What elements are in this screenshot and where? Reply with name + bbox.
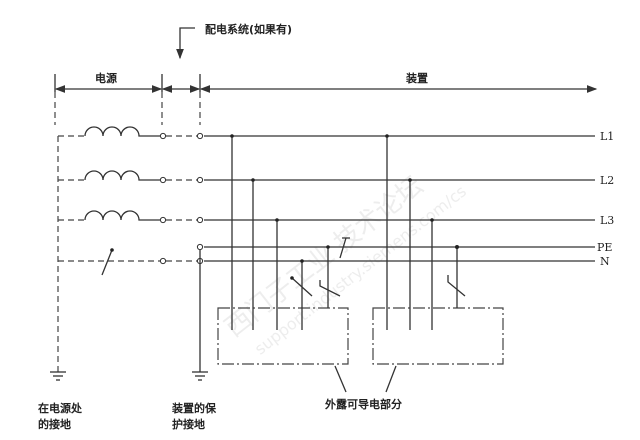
dimension-line: 电源 装置 <box>54 71 598 125</box>
distribution-system-callout: 配电系统(如果有) <box>176 22 292 60</box>
protective-earthing-label-1: 装置的保 <box>171 401 217 415</box>
distribution-system-label: 配电系统(如果有) <box>205 22 292 36</box>
terminal-source-1 <box>159 176 167 184</box>
label-n: N <box>600 255 610 268</box>
source-neutral-link <box>101 248 114 276</box>
label-pe: PE <box>597 241 612 254</box>
watermark-text: 西门子工业 技术论坛 <box>220 171 429 344</box>
junction-dot <box>385 134 389 138</box>
label-l2: L2 <box>600 174 614 187</box>
terminal-source-3 <box>159 257 167 265</box>
coil-l1 <box>58 126 160 137</box>
protective-earth <box>192 243 208 381</box>
terminal-source-0 <box>159 132 167 140</box>
source-side <box>50 126 160 381</box>
junction-dot <box>230 134 234 138</box>
coil-l3 <box>58 210 160 221</box>
junction-dot <box>430 218 434 222</box>
exposed-parts-label: 外露可导电部分 <box>324 397 402 411</box>
terminal-installation-1 <box>196 176 204 184</box>
equipment-1 <box>217 134 350 365</box>
installation-label: 装置 <box>405 71 428 85</box>
junction-dot <box>275 218 279 222</box>
source-earth-icon <box>50 371 66 381</box>
conductors: L1 L2 L3 N PE <box>204 130 614 268</box>
terminal-installation-0 <box>196 132 204 140</box>
equipment-2 <box>372 134 504 365</box>
junction-dot <box>408 178 412 182</box>
source-earthing-label-2: 的接地 <box>38 417 71 431</box>
label-l1: L1 <box>600 130 614 143</box>
label-l3: L3 <box>600 214 614 227</box>
source-earthing-label-1: 在电源处 <box>38 401 83 415</box>
junction-dot <box>251 178 255 182</box>
coil-l2 <box>58 170 160 181</box>
protective-earthing-label-2: 护接地 <box>172 417 205 431</box>
source-label: 电源 <box>95 71 117 85</box>
junction-dot <box>300 259 304 263</box>
terminal-source-2 <box>159 216 167 224</box>
exposed-parts-callout: 外露可导电部分 <box>324 365 402 411</box>
terminal-installation-2 <box>196 216 204 224</box>
terminals <box>159 132 204 265</box>
